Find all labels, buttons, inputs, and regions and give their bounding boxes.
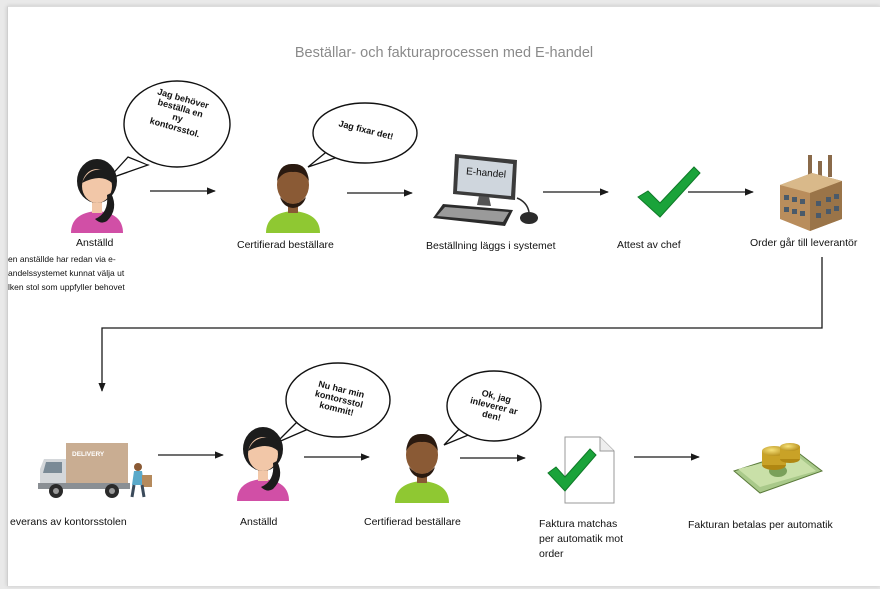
diagram-title: Beställar- och fakturaprocessen med E-ha… bbox=[294, 45, 594, 61]
employee-label: Anställd bbox=[76, 237, 114, 249]
invoice-document-icon bbox=[547, 436, 615, 504]
factory-icon bbox=[780, 155, 842, 231]
buyer-avatar-icon bbox=[266, 163, 320, 233]
employee-avatar-icon bbox=[71, 159, 123, 233]
speech-bubble-employee bbox=[107, 80, 231, 180]
connector-row1-to-row2 bbox=[98, 257, 823, 392]
speech-bubble-employee-2 bbox=[275, 362, 391, 444]
invoice-match-line: order bbox=[539, 548, 564, 560]
approval-label: Attest av chef bbox=[617, 239, 681, 251]
invoice-match-line: Faktura matchas bbox=[539, 518, 618, 530]
buyer-label-2: Certifierad beställare bbox=[364, 516, 461, 528]
system-label: Beställning läggs i systemet bbox=[426, 240, 556, 252]
money-payment-icon bbox=[732, 443, 824, 494]
approval-checkmark-icon bbox=[637, 166, 701, 218]
invoice-checkmark-icon bbox=[547, 448, 597, 492]
employee-avatar-icon-2 bbox=[237, 427, 289, 501]
note-line: lken stol som uppfyller behovet bbox=[8, 282, 125, 292]
supplier-label-text: Order går till leverantör bbox=[750, 237, 858, 249]
employee-label-2: Anställd bbox=[240, 516, 278, 528]
employee-note: en anställde har redan via e- andelssyst… bbox=[8, 252, 125, 294]
computer-icon bbox=[433, 154, 538, 226]
delivery-label: everans av kontorsstolen bbox=[10, 516, 127, 528]
invoice-match-line: per automatik mot bbox=[539, 533, 624, 545]
note-line: andelssystemet kunnat välja ut bbox=[8, 268, 125, 278]
delivery-truck-icon bbox=[38, 443, 152, 498]
payment-label: Fakturan betalas per automatik bbox=[688, 519, 833, 531]
buyer-label: Certifierad beställare bbox=[237, 239, 334, 251]
note-line: en anställde har redan via e- bbox=[8, 254, 116, 264]
speech-bubble-buyer-2 bbox=[443, 370, 542, 446]
speech-bubble-buyer bbox=[307, 102, 418, 168]
diagram-graphics bbox=[38, 80, 842, 504]
invoice-match-label: Faktura matchas per automatik mot order bbox=[539, 517, 623, 562]
truck-text: DELIVERY bbox=[72, 451, 105, 458]
diagram-canvas: Beställar- och fakturaprocessen med E-ha… bbox=[7, 6, 880, 586]
supplier-label: Order går till leverantör bbox=[750, 237, 880, 249]
buyer-avatar-icon-2 bbox=[395, 433, 449, 503]
